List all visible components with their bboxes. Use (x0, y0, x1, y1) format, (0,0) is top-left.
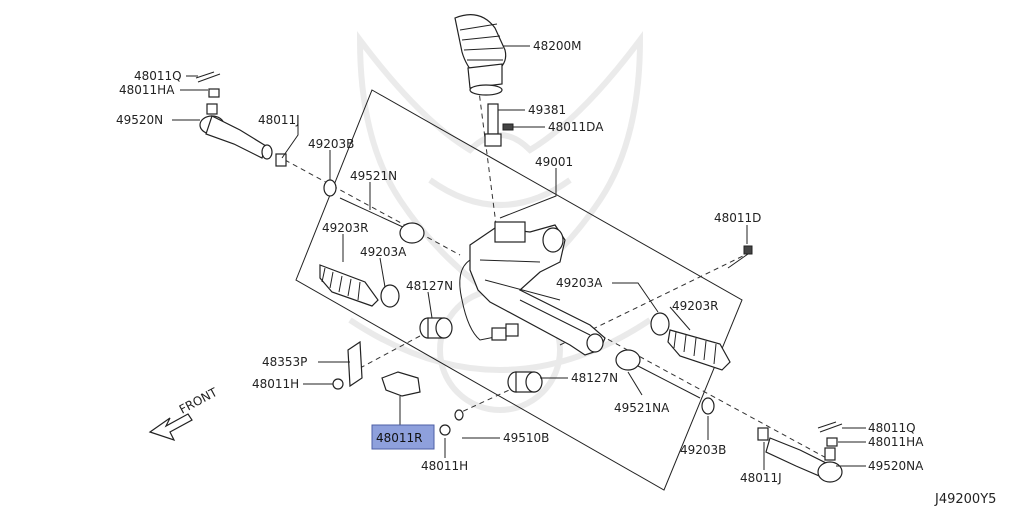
label-49203R-left[interactable]: 49203R (322, 221, 369, 235)
label-49203R-right[interactable]: 49203R (672, 299, 719, 313)
label-48011DA[interactable]: 48011DA (548, 120, 604, 134)
nut-48011J-right (757, 427, 769, 441)
clip-48011R (381, 371, 421, 397)
boot-49203R-right (667, 329, 731, 371)
label-48011H-left[interactable]: 48011H (252, 377, 299, 391)
label-49510B[interactable]: 49510B (503, 431, 549, 445)
washer-49510B (454, 409, 464, 421)
label-48011H-bottom[interactable]: 48011H (421, 459, 468, 473)
label-49203B-left[interactable]: 49203B (308, 137, 354, 151)
clamp-49203B-left (323, 179, 337, 197)
boot-48200M (454, 14, 507, 96)
clamp-49203A-left (380, 284, 400, 308)
label-48011HA-left[interactable]: 48011HA (119, 83, 175, 97)
label-49520N[interactable]: 49520N (116, 113, 163, 127)
highlight-48011R (371, 424, 435, 450)
label-48011Q-right[interactable]: 48011Q (868, 421, 916, 435)
axis-line-left-upper (284, 159, 461, 256)
front-direction-label: FRONT (177, 385, 220, 417)
label-48011HA-right[interactable]: 48011HA (868, 435, 924, 449)
clamp-49203A-right (650, 312, 670, 336)
axis-line-right-lower (599, 334, 831, 461)
part-labels: 48200M 49381 48011DA 49001 48011Q 48011H… (116, 39, 996, 507)
bolt-48011D (727, 245, 753, 269)
label-48011D[interactable]: 48011D (714, 211, 761, 225)
label-49001[interactable]: 49001 (535, 155, 573, 169)
bracket-48353P (347, 340, 363, 388)
axis-line-bushing-lower (454, 384, 521, 416)
label-49381[interactable]: 49381 (528, 103, 566, 117)
label-49203B-right[interactable]: 49203B (680, 443, 726, 457)
gear-housing-49001 (459, 221, 606, 356)
inner-rod-49521NA (615, 349, 701, 399)
nut-48011J-left (275, 153, 287, 167)
label-48011R[interactable]: 48011R (376, 431, 423, 445)
axis-line-bolt (559, 254, 746, 346)
nut-48011H-bottom (439, 424, 451, 436)
bolt-48011DA (502, 123, 514, 131)
bushing-48127N-lower (507, 371, 543, 393)
label-49521N[interactable]: 49521N (350, 169, 397, 183)
label-49203A-right[interactable]: 49203A (556, 276, 603, 290)
boot-49203R-left (319, 264, 379, 307)
diagram-id: J49200Y5 (934, 492, 996, 507)
label-48127N-lower[interactable]: 48127N (571, 371, 618, 385)
label-48011J-right[interactable]: 48011J (740, 471, 782, 485)
front-arrow-icon (148, 413, 193, 442)
label-48011Q-left[interactable]: 48011Q (134, 69, 182, 83)
tie-rod-end-49520NA (765, 421, 843, 483)
nut-48011H-left (332, 378, 344, 390)
clamp-49203B-right (701, 397, 715, 415)
label-48127N-upper[interactable]: 48127N (406, 279, 453, 293)
label-49521NA[interactable]: 49521NA (614, 401, 670, 415)
label-49203A-left[interactable]: 49203A (360, 245, 407, 259)
tie-rod-end-49520N (195, 71, 273, 160)
axis-line-bushing-upper (359, 335, 421, 369)
label-49520NA[interactable]: 49520NA (868, 459, 924, 473)
label-48353P[interactable]: 48353P (262, 355, 307, 369)
leader-lines (172, 45, 866, 470)
bushing-48127N-upper (419, 317, 453, 339)
assembly-frame (295, 89, 743, 491)
shaft-49381 (484, 103, 502, 147)
label-48011J-left[interactable]: 48011J (258, 113, 300, 127)
inner-rod-49521N (339, 197, 425, 244)
label-48200M[interactable]: 48200M (533, 39, 582, 53)
